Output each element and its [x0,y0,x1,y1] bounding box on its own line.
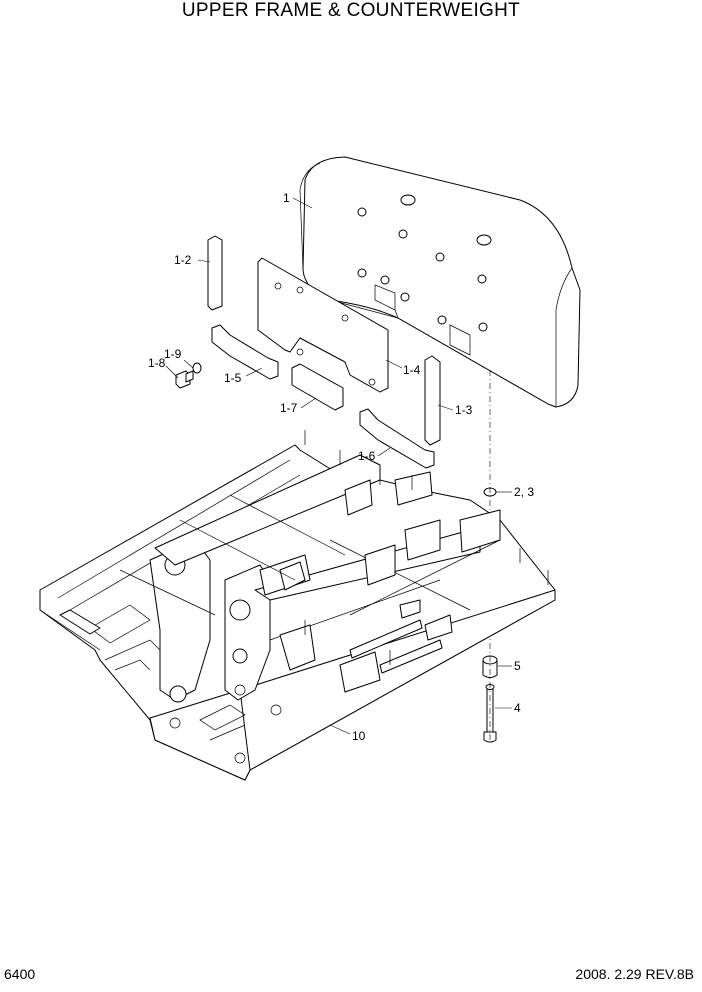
callout-1-4: 1-4 [403,363,421,377]
bracket-1-3 [424,355,441,446]
upper-frame [39,430,556,781]
washer-1-9 [192,362,202,374]
callout-10: 10 [352,729,366,743]
callout-1-9: 1-9 [164,347,182,361]
page-number: 6400 [4,966,36,982]
callout-1-5: 1-5 [224,371,242,385]
callout-1-2: 1-2 [174,253,192,267]
bolt-1-8 [175,370,194,389]
callout-5: 5 [514,659,521,673]
counterweight-pins [357,194,492,332]
pad-1-5 [211,324,279,380]
revision-date: 2008. 2.29 REV.8B [575,966,694,982]
callout-1-8: 1-8 [148,356,166,370]
plate-1-4 [257,257,389,393]
pad-1-6 [359,408,435,469]
callout-4: 4 [514,701,521,715]
callout-2-3: 2, 3 [514,485,534,499]
callout-1-6: 1-6 [358,449,376,463]
spacer-5 [482,655,498,678]
callout-1-3: 1-3 [455,403,473,417]
leader-lines [165,197,512,735]
bracket-1-2 [207,235,223,311]
callout-1-7: 1-7 [280,401,298,415]
page-title: UPPER FRAME & COUNTERWEIGHT [181,0,521,21]
callout-1: 1 [283,191,290,205]
pad-1-7 [291,363,344,411]
counterweight [299,156,581,408]
